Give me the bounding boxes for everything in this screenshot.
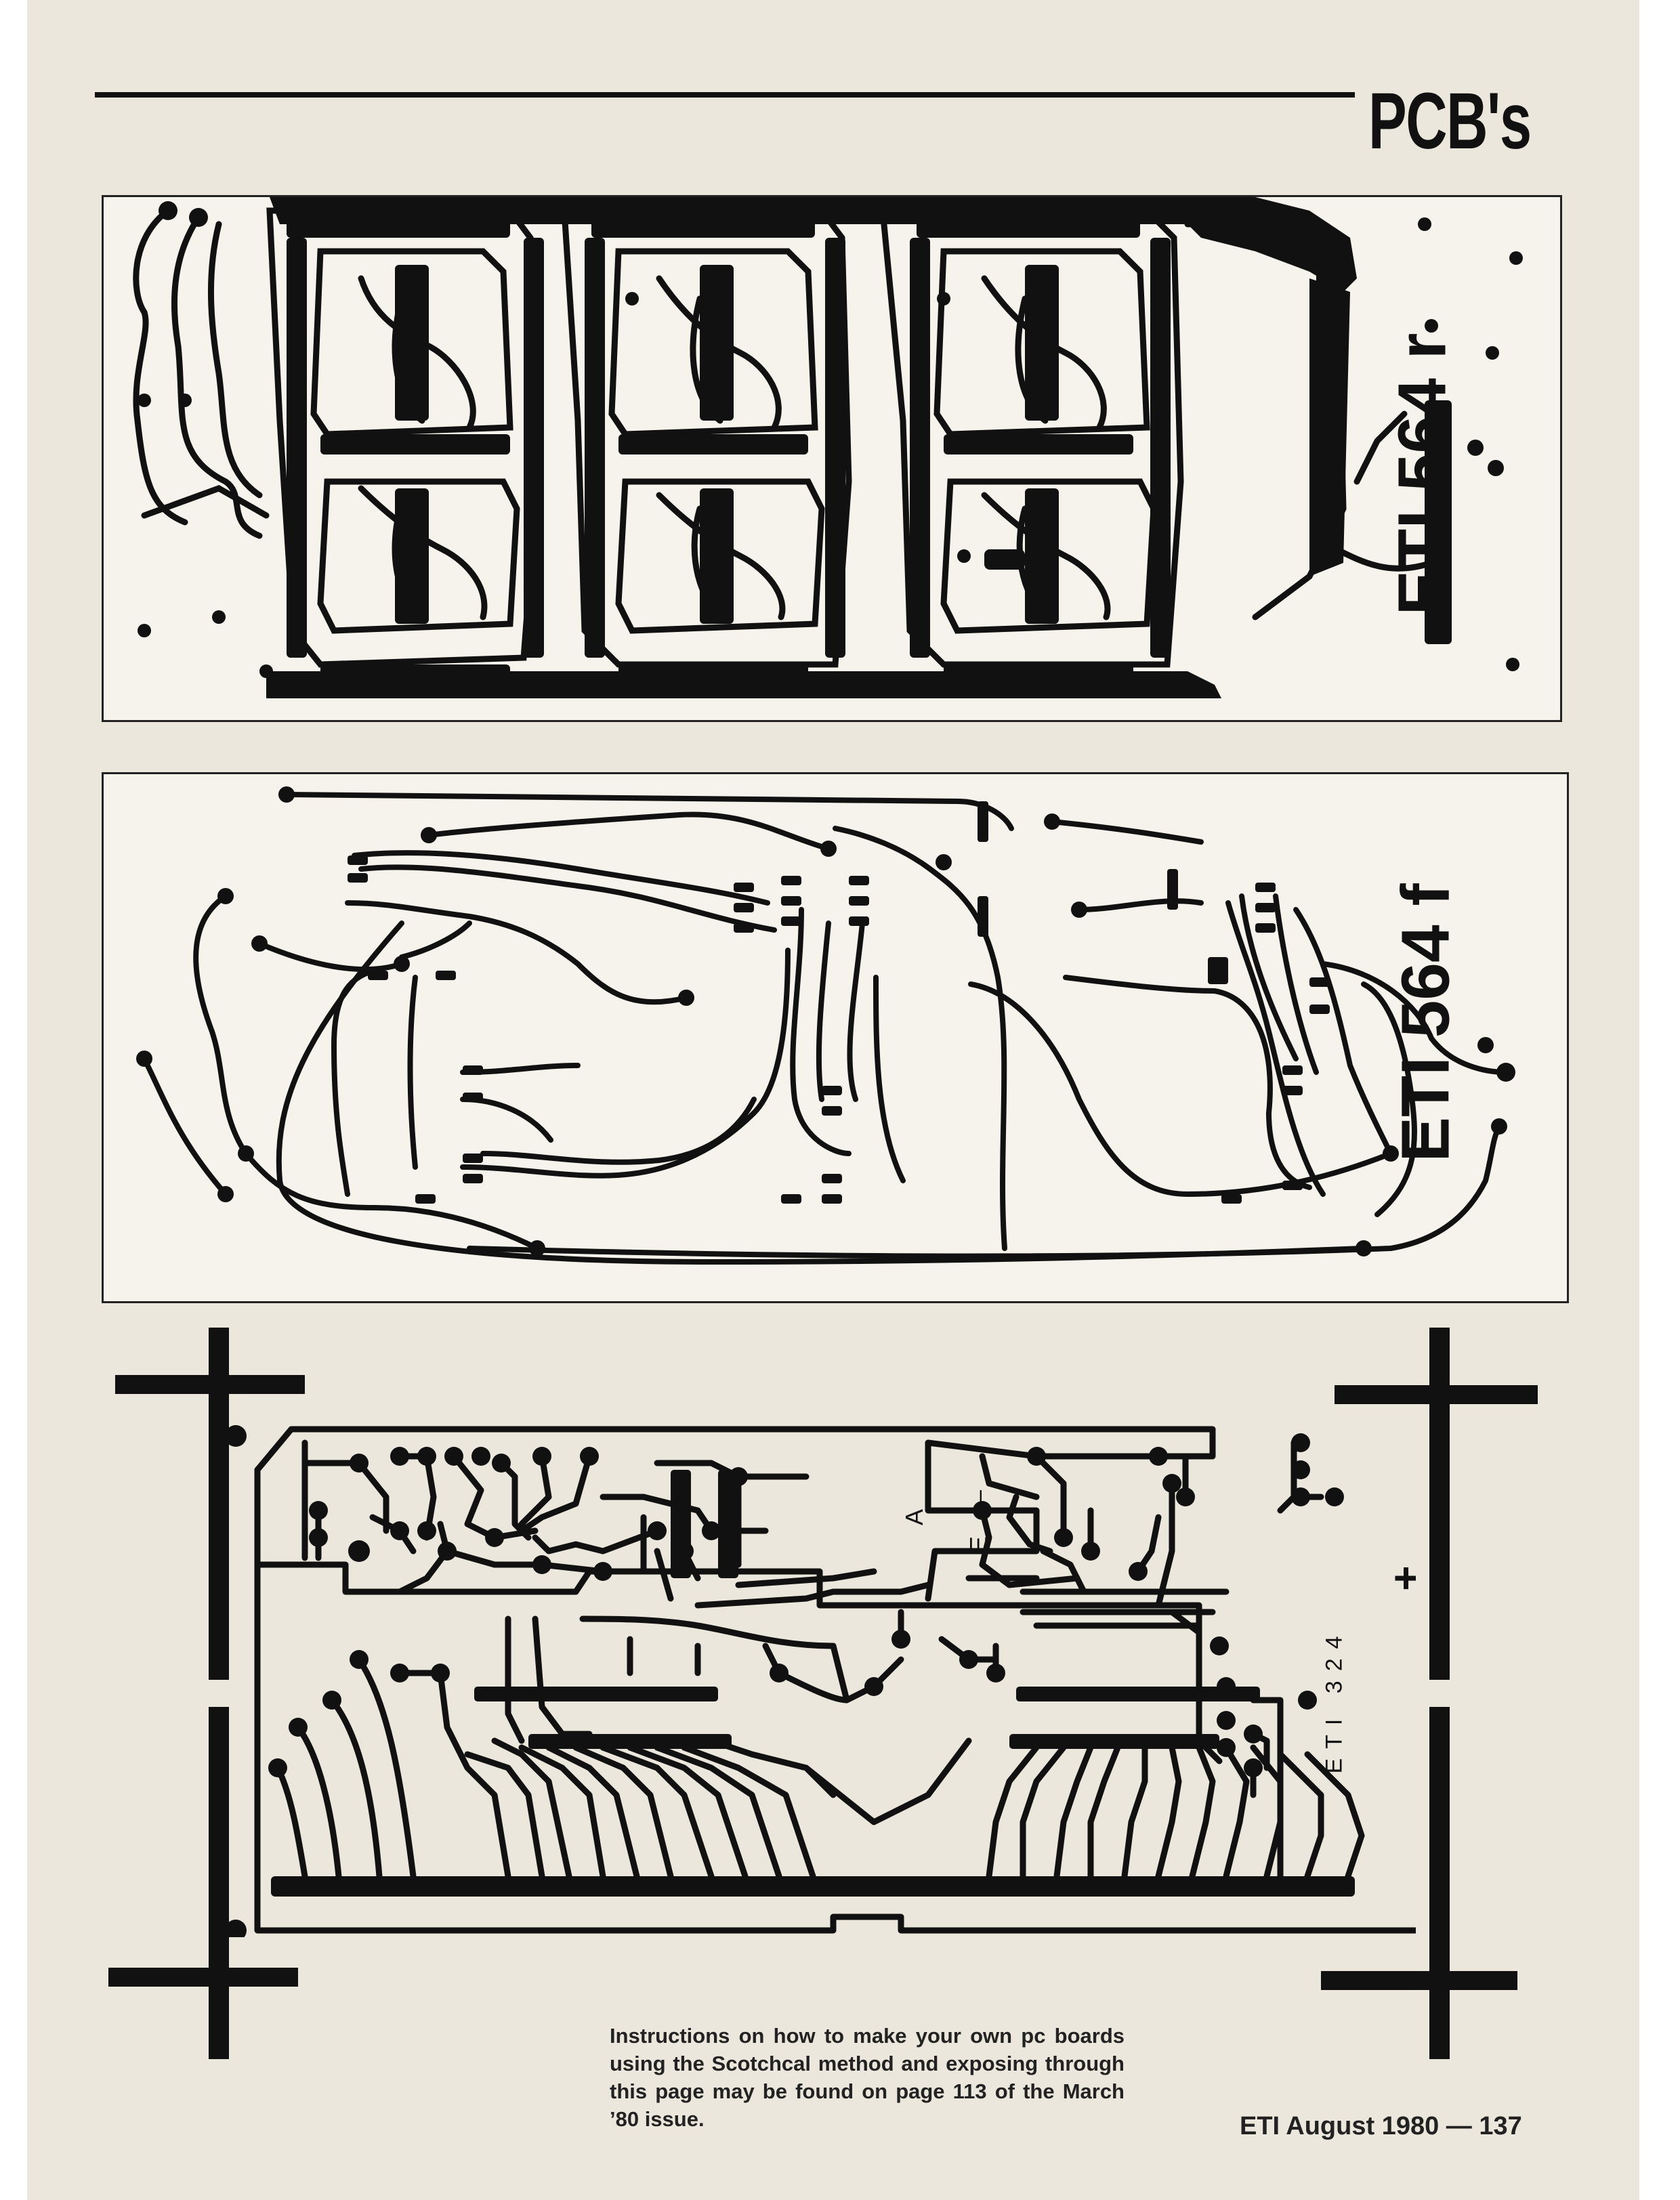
crop-mark-bottom-left-v bbox=[209, 1707, 229, 2059]
pin-label-e: E bbox=[965, 1536, 992, 1553]
pin-label-a: A bbox=[900, 1508, 928, 1526]
crop-mark-bottom-left-h bbox=[108, 1968, 298, 1987]
board-label-324: ETI 324 bbox=[1321, 1626, 1347, 1774]
crop-mark-bottom-right-v bbox=[1429, 1707, 1450, 2059]
header-rule bbox=[95, 92, 1355, 98]
polarity-plus-mark: + bbox=[1381, 1565, 1416, 1590]
instructions-caption: Instructions on how to make your own pc … bbox=[610, 2024, 1125, 2131]
crop-mark-top-right-h bbox=[1335, 1385, 1538, 1404]
crop-mark-top-left-h bbox=[115, 1375, 305, 1394]
crop-mark-bottom-right-h bbox=[1321, 1971, 1517, 1990]
pcb-artwork-564r bbox=[102, 195, 1562, 722]
board-label-564f: ETI 564 f bbox=[1387, 883, 1464, 1162]
board-label-564r: ETI 564 r bbox=[1384, 333, 1461, 616]
pcb-324-drawing bbox=[225, 1425, 1416, 1937]
magazine-page: PCB's bbox=[27, 0, 1639, 2200]
polarity-minus-mark: – bbox=[965, 1489, 992, 1504]
section-title: PCB's bbox=[1368, 77, 1532, 166]
pcb-artwork-564f bbox=[102, 772, 1569, 1303]
pcb-564r-drawing bbox=[133, 197, 1523, 698]
page-folio: ETI August 1980 — 137 bbox=[1240, 2112, 1522, 2140]
pcb-artwork-324: ETI 324 + A E – bbox=[224, 1416, 1416, 1937]
pcb-564f-drawing bbox=[136, 786, 1515, 1265]
crop-mark-top-right-v bbox=[1429, 1328, 1450, 1680]
